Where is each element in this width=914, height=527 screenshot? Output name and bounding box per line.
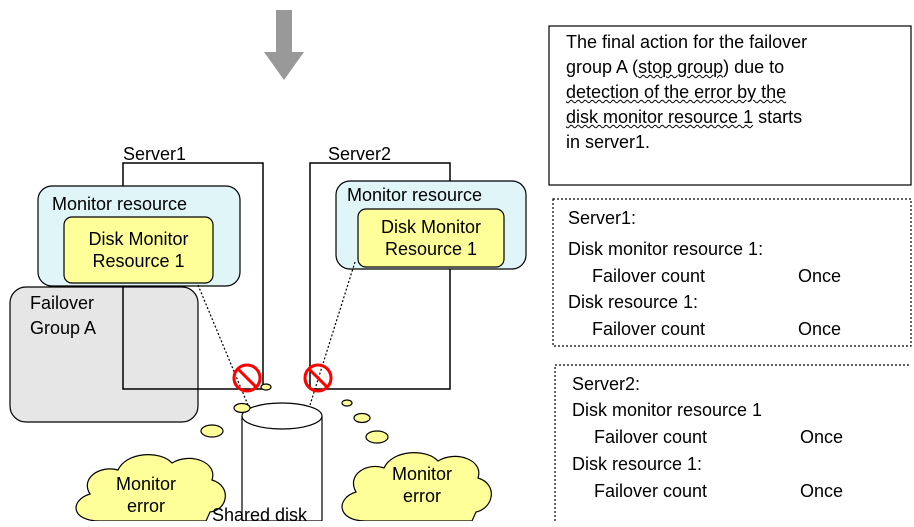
thought-bubbles-left <box>200 383 272 438</box>
disk-monitor-resource-right <box>357 208 505 268</box>
final-action-box <box>548 25 912 186</box>
server2-counts-box <box>554 364 911 521</box>
final-action-line3: detection of the error by the <box>566 82 787 102</box>
final-action-line2-pre: group A ( <box>566 57 639 77</box>
dmr-left-line2: Resource 1 <box>92 251 185 271</box>
shared-disk-cylinder <box>241 402 323 521</box>
disk-monitor-resource-left <box>63 216 214 284</box>
cloud-right-line1: Monitor <box>391 464 453 484</box>
server1-label: Server1 <box>123 144 187 164</box>
server1-dr-label: Disk resource 1: <box>568 292 699 312</box>
server2-dr-label: Disk resource 1: <box>572 454 703 474</box>
monitor-resource-right-title: Monitor resource <box>347 185 483 205</box>
final-action-line4-ul: disk monitor resource 1 <box>566 107 754 127</box>
final-action-stop-group: stop group <box>638 57 724 77</box>
server1-dm-value: Once <box>798 266 842 286</box>
server2-dr-key: Failover count <box>594 481 708 501</box>
monitor-line-right <box>309 261 356 406</box>
dmr-right-line2: Resource 1 <box>384 239 478 259</box>
cloud-right-label: Monitor error <box>372 463 472 507</box>
failover-group-line1: Failover <box>30 293 95 313</box>
cloud-left <box>75 454 226 521</box>
cloud-left-line2: error <box>126 496 165 516</box>
server1-dr-value: Once <box>798 319 842 339</box>
server2-dm-value: Once <box>800 427 844 447</box>
final-action-line4: disk monitor resource 1 starts <box>566 105 802 129</box>
disk-monitor-resource-left-label: Disk Monitor Resource 1 <box>64 228 213 272</box>
final-action-line2-post: ) due to <box>723 57 785 77</box>
server1-dr-key: Failover count <box>592 319 706 339</box>
cloud-left-label: Monitor error <box>96 473 196 517</box>
dmr-right-line1: Disk Monitor <box>380 217 482 237</box>
final-action-line5: in server1. <box>566 132 651 152</box>
monitor-line-left <box>197 284 249 406</box>
server2-counts-title: Server2: <box>572 374 641 394</box>
thought-bubbles-right <box>341 399 389 444</box>
server2-dm-label: Disk monitor resource 1 <box>572 400 763 420</box>
prohibit-icon <box>232 363 262 393</box>
cloud-right-line2: error <box>402 486 441 506</box>
server1-dm-key: Failover count <box>592 266 706 286</box>
final-action-line2: group A (stop group) due to <box>566 55 784 79</box>
final-action-line4-post: starts <box>753 107 803 127</box>
prohibit-icon <box>303 363 333 393</box>
down-arrow-icon <box>264 10 304 80</box>
server1-counts-box <box>552 198 912 347</box>
failover-group-line2: Group A <box>30 318 97 338</box>
server2-frame <box>309 162 451 390</box>
cloud-right <box>341 452 492 521</box>
disk-monitor-resource-right-label: Disk Monitor Resource 1 <box>358 216 504 260</box>
server2-dr-value: Once <box>800 481 844 501</box>
dmr-left-line1: Disk Monitor <box>88 229 189 249</box>
server1-counts-title: Server1: <box>568 208 637 228</box>
server2-dm-key: Failover count <box>594 427 708 447</box>
server2-label: Server2 <box>328 144 392 164</box>
shared-disk-label: Shared disk <box>212 505 308 525</box>
monitor-resource-left-title: Monitor resource <box>52 194 188 214</box>
server1-dm-label: Disk monitor resource 1: <box>568 239 764 259</box>
final-action-line1: The final action for the failover <box>566 32 808 52</box>
cloud-left-line1: Monitor <box>115 474 177 494</box>
